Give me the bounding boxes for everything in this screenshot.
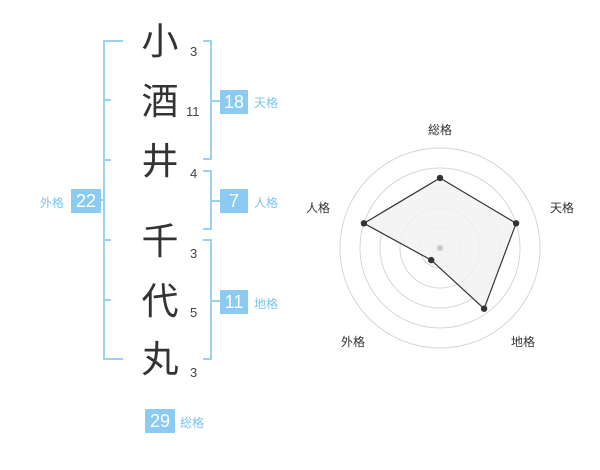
radar-label-tenkaku: 天格 (550, 200, 574, 215)
radar-label-gaikaku: 外格 (341, 334, 365, 349)
gaikaku-label: 外格 (40, 196, 65, 210)
radar-chart: 総格 天格 地格 外格 人格 (306, 122, 574, 349)
radar-point-3 (480, 305, 488, 312)
radar-point-1 (436, 174, 444, 182)
radar-label-soukaku: 総格 (428, 122, 452, 137)
gaikaku-score-badge: 22 (71, 189, 101, 213)
radar-ring (359, 167, 521, 329)
tenkaku-score-badge: 18 (220, 90, 248, 114)
jinkaku-label: 人格 (254, 196, 279, 210)
radar-point-2 (512, 220, 520, 227)
radar-point-4 (428, 256, 435, 264)
tenkaku-label: 天格 (254, 96, 279, 110)
kanji-3: 井 (141, 140, 179, 183)
jinkaku-score-badge: 7 (220, 189, 248, 213)
radar-point-5 (360, 220, 368, 227)
radar-label-jinkaku: 人格 (306, 200, 330, 215)
chikaku-label: 地格 (254, 297, 279, 311)
kanji-6: 丸 (141, 338, 179, 381)
radar-center (437, 245, 443, 251)
stroke-count-5: 5 (190, 305, 198, 320)
kanji-2: 酒 (141, 80, 179, 123)
kanji-5: 代 (141, 280, 179, 323)
stroke-count-2: 11 (186, 104, 200, 119)
stroke-count-6: 3 (190, 365, 198, 380)
stroke-count-3: 4 (190, 166, 198, 181)
radar-polygon (362, 177, 517, 310)
kanji-1: 小 (141, 20, 179, 63)
radar-label-chikaku: 地格 (511, 334, 535, 349)
stroke-count-1: 3 (190, 44, 198, 59)
kanji-4: 千 (141, 220, 179, 263)
chikaku-score-badge: 11 (220, 290, 248, 314)
soukaku-score-badge: 29 (145, 409, 175, 433)
stroke-count-4: 3 (190, 246, 198, 261)
soukaku-label: 総格 (180, 416, 205, 430)
radar-points (360, 174, 520, 312)
